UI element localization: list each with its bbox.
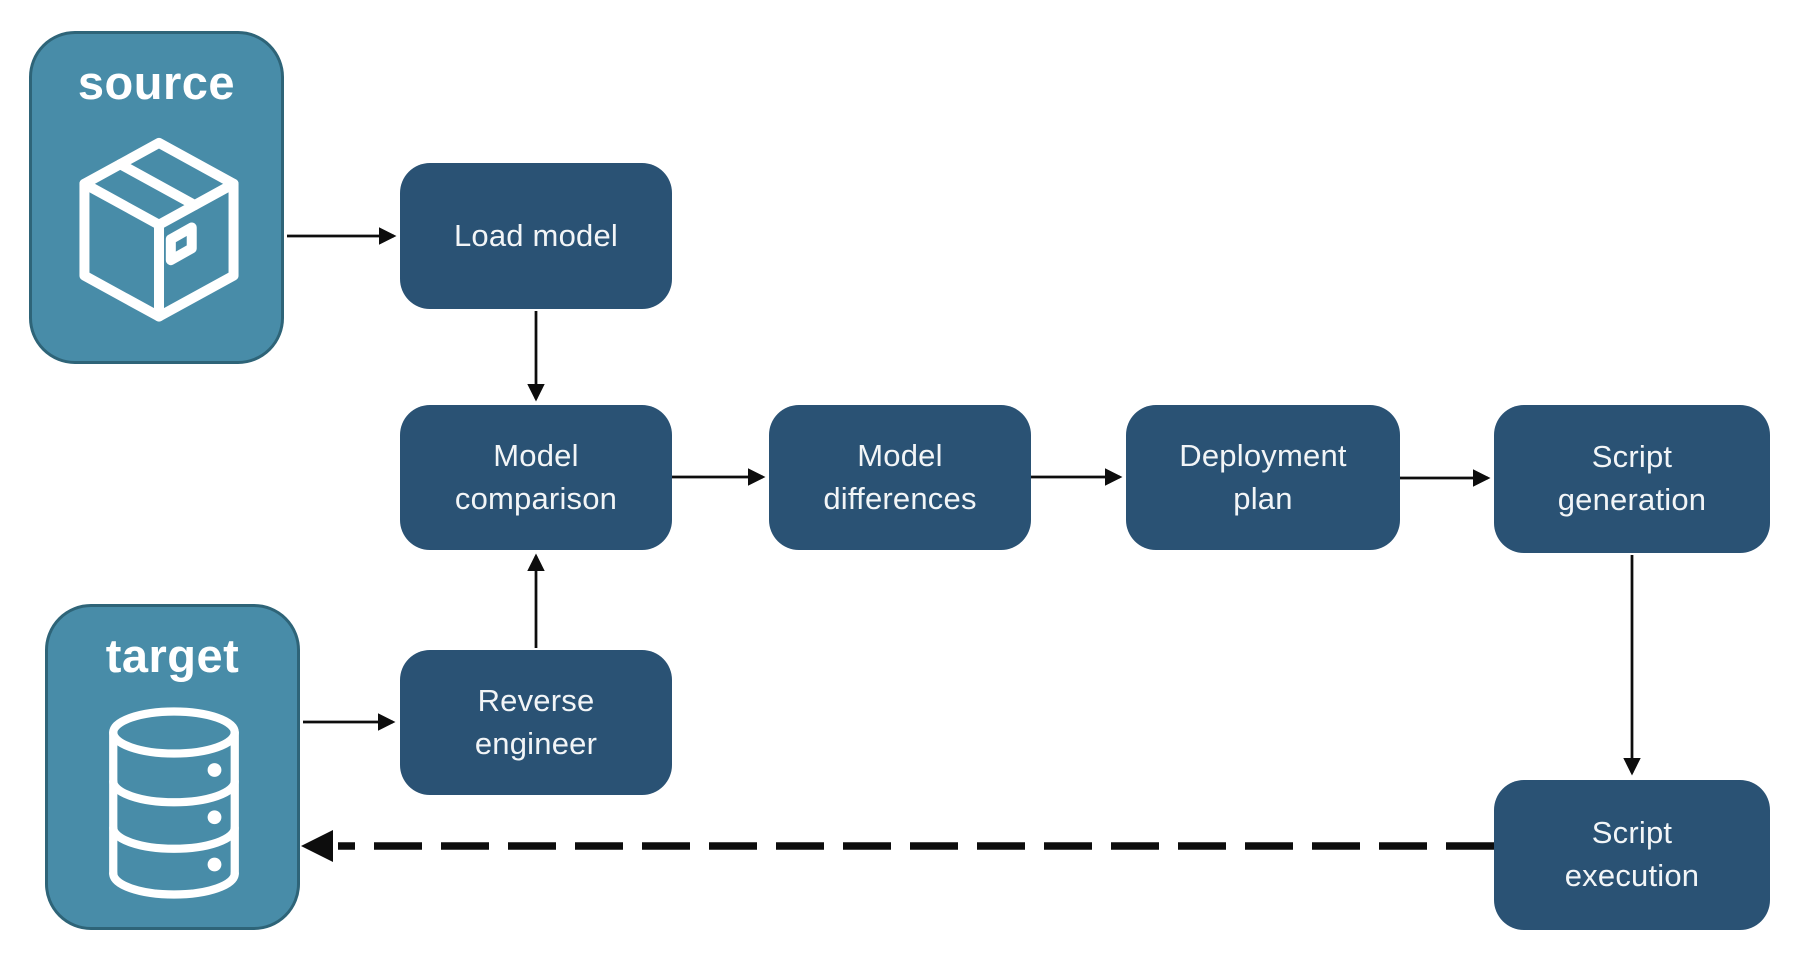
node-script-generation: Script generation bbox=[1494, 405, 1770, 553]
endpoint-target-label: target bbox=[105, 629, 240, 682]
node-model-differences: Model differences bbox=[769, 405, 1031, 550]
node-deployment-plan-label: Deployment plan bbox=[1179, 437, 1347, 516]
node-script-generation-label: Script generation bbox=[1557, 439, 1707, 517]
node-script-execution-label: Script execution bbox=[1564, 815, 1700, 893]
endpoint-source-label: source bbox=[77, 56, 236, 109]
node-load-model: Load model bbox=[400, 163, 672, 309]
node-reverse-engineer: Reverse engineer bbox=[400, 650, 672, 795]
db-dot bbox=[207, 763, 222, 777]
node-model-comparison: Model comparison bbox=[400, 405, 672, 550]
package-icon bbox=[79, 137, 239, 322]
db-dot bbox=[207, 857, 222, 872]
endpoint-source: source bbox=[29, 31, 284, 364]
db-dot bbox=[207, 810, 222, 825]
node-model-comparison-label: Model comparison bbox=[454, 437, 618, 516]
database-icon bbox=[109, 707, 239, 899]
node-model-differences-label: Model differences bbox=[823, 437, 977, 516]
dashed-arrowhead bbox=[301, 830, 333, 862]
endpoint-target: target bbox=[45, 604, 300, 930]
node-load-model-label: Load model bbox=[453, 217, 618, 253]
node-script-execution: Script execution bbox=[1494, 780, 1770, 930]
node-reverse-engineer-label: Reverse engineer bbox=[474, 682, 598, 761]
node-deployment-plan: Deployment plan bbox=[1126, 405, 1400, 550]
